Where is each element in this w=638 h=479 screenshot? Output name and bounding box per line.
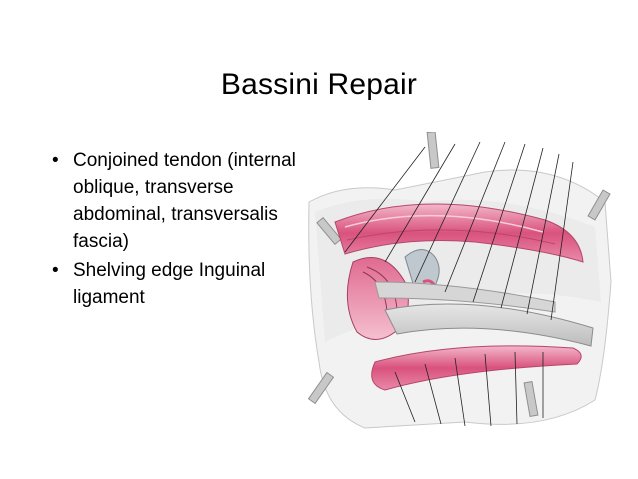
slide-title: Bassini Repair bbox=[220, 68, 418, 101]
bullet-item: • Shelving edge Inguinal ligament bbox=[50, 257, 312, 311]
surgical-illustration-icon bbox=[307, 132, 612, 429]
bullet-list: • Conjoined tendon (internal oblique, tr… bbox=[50, 147, 312, 311]
bullet-text: Conjoined tendon (internal oblique, tran… bbox=[73, 150, 296, 252]
bullet-item: • Conjoined tendon (internal oblique, tr… bbox=[50, 147, 312, 255]
bullet-icon: • bbox=[52, 260, 59, 281]
bullet-icon: • bbox=[52, 150, 59, 171]
bullet-text: Shelving edge Inguinal ligament bbox=[73, 260, 266, 308]
